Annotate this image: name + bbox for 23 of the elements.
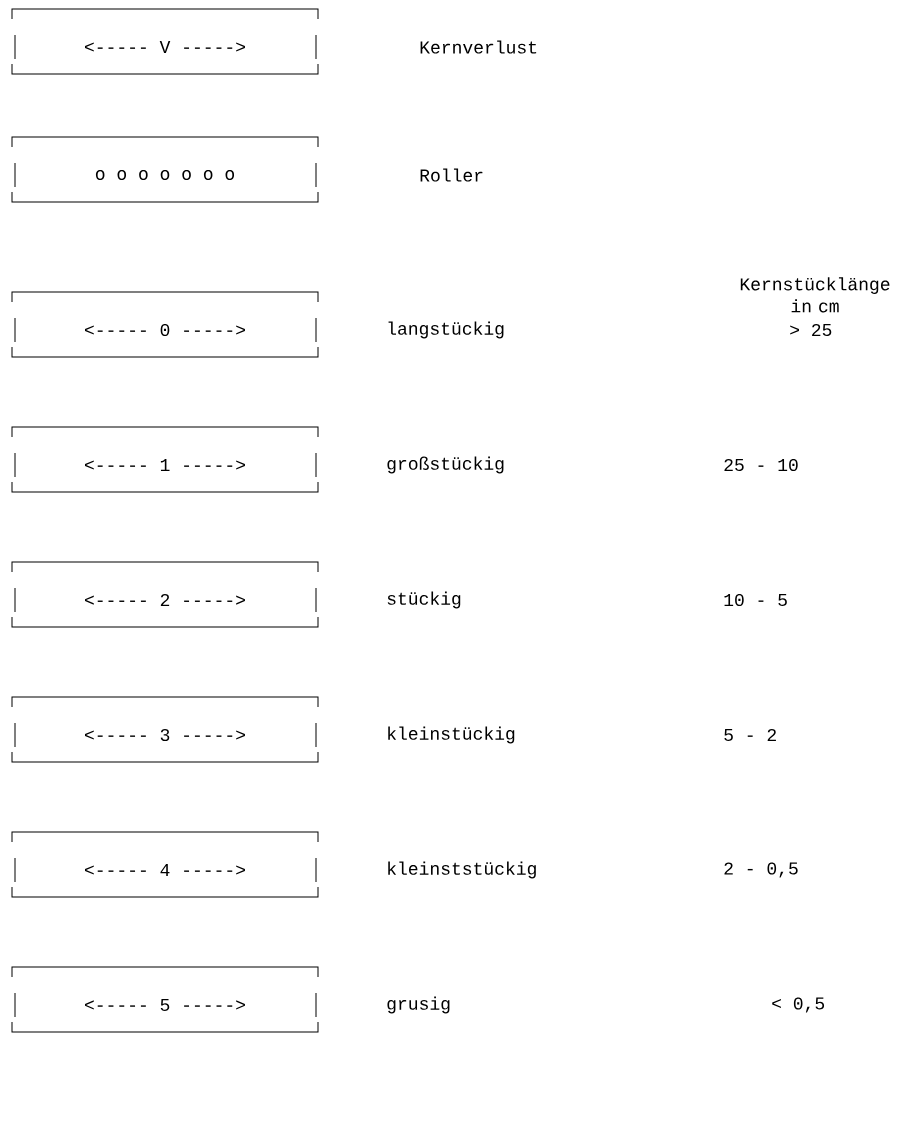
class-name: stückig [387, 591, 461, 609]
length-range: > 25 [790, 323, 832, 337]
symbol-box: <----- 0 -----> [11, 291, 319, 358]
symbol-box: <----- 5 -----> [11, 966, 319, 1033]
symbol-box: o o o o o o o [11, 136, 319, 203]
symbol-box: <----- V -----> [11, 8, 319, 75]
class-name: grusig [387, 996, 450, 1014]
symbol-box: <----- 1 -----> [11, 426, 319, 493]
length-range: 2 - 0,5 [724, 862, 798, 878]
class-name: kleinststückig [388, 861, 536, 879]
class-name: Kernverlust [420, 40, 537, 54]
symbol-box: <----- 3 -----> [11, 696, 319, 763]
class-name: großstückig [387, 456, 504, 474]
length-range: 5 - 2 [724, 728, 776, 742]
symbol-box: <----- 2 -----> [11, 561, 319, 628]
length-range: < 0,5 [772, 997, 825, 1013]
length-range: 25 - 10 [724, 458, 798, 472]
class-name: langstückig [388, 321, 504, 339]
column-heading: Kernstücklänge in cm [740, 277, 890, 313]
class-name: Roller [420, 168, 483, 182]
class-name: kleinstückig [388, 726, 515, 744]
length-range: 10 - 5 [724, 593, 787, 607]
symbol-box: <----- 4 -----> [11, 831, 319, 898]
